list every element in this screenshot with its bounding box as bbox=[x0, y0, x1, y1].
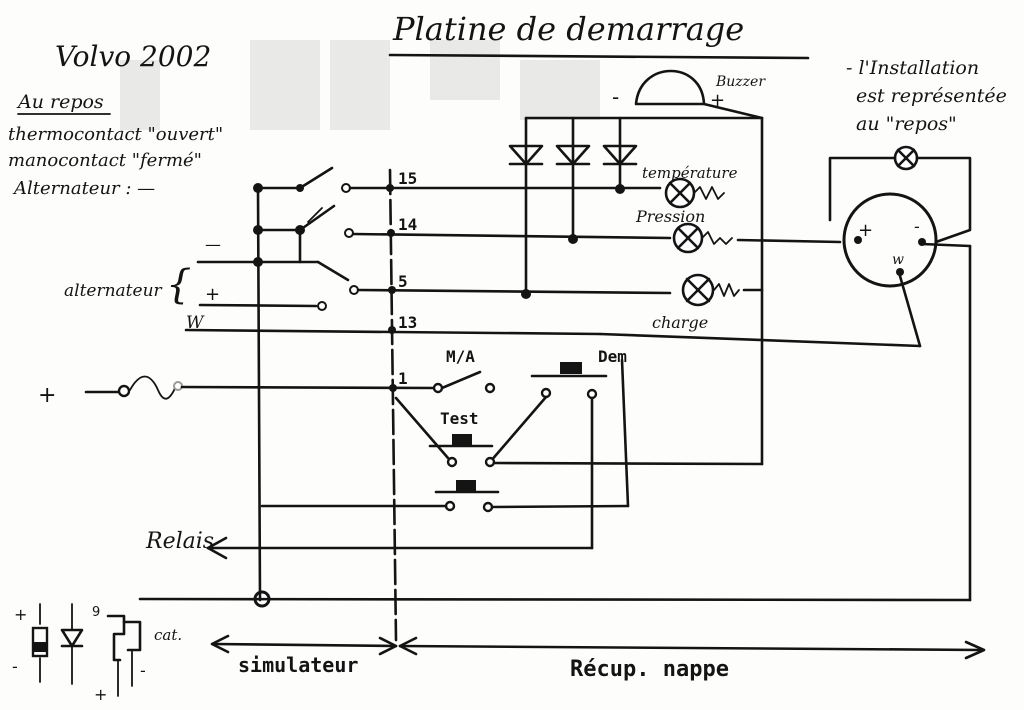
motor-minus: - bbox=[914, 217, 920, 236]
title-underline bbox=[388, 53, 810, 60]
terminal-1: 1 bbox=[398, 369, 408, 388]
install-note-line3: au "repos" bbox=[856, 113, 957, 135]
diode-bank bbox=[508, 116, 764, 299]
relais: Relais bbox=[145, 529, 594, 560]
install-note-line2: est représentée bbox=[856, 85, 1007, 107]
symbol-legend: + - 9 + - cat. bbox=[12, 603, 182, 704]
wire-15 bbox=[256, 166, 662, 193]
motor-plus: + bbox=[858, 220, 873, 241]
diode-2-icon bbox=[555, 144, 591, 166]
lower-button-icon bbox=[456, 480, 476, 492]
switch-dem-label: Dem bbox=[598, 347, 627, 366]
lamp-charge: charge bbox=[652, 273, 764, 332]
terminal-divider bbox=[388, 168, 398, 642]
lamp-charge-label: charge bbox=[652, 313, 708, 332]
buzzer-icon bbox=[634, 69, 706, 106]
terminal-14: 14 bbox=[398, 215, 417, 234]
diode-3-icon bbox=[602, 144, 638, 166]
buzzer-label: Buzzer bbox=[715, 74, 766, 90]
page-title: Platine de demarrage bbox=[392, 10, 744, 48]
rest-note-line3: Alternateur : — bbox=[12, 178, 155, 199]
dem-button-icon bbox=[560, 362, 582, 374]
lamp-pressure: Pression bbox=[635, 207, 842, 254]
left-bus bbox=[253, 183, 305, 608]
alternator-brace: { bbox=[166, 262, 191, 308]
battery-input: + bbox=[38, 375, 438, 408]
buzzer-minus: - bbox=[612, 85, 619, 109]
terminal-13: 13 bbox=[398, 313, 417, 332]
diode-1-icon bbox=[508, 144, 544, 166]
recup-nappe-label: Récup. nappe bbox=[570, 657, 729, 682]
paper-showthrough bbox=[120, 40, 600, 130]
lamp-temperature-label: température bbox=[642, 164, 738, 182]
motor-w: w bbox=[892, 252, 904, 268]
buzzer-plus: + bbox=[710, 90, 725, 111]
relais-label: Relais bbox=[145, 529, 214, 554]
buzzer: Buzzer - + bbox=[612, 69, 766, 120]
switch-test-label: Test bbox=[440, 409, 479, 428]
test-button-icon bbox=[452, 434, 472, 446]
legend-left-plus: + bbox=[14, 605, 27, 624]
battery-plus: + bbox=[38, 383, 56, 408]
wire-5 bbox=[196, 260, 672, 295]
alternator-minus: — bbox=[205, 235, 221, 254]
terminal-5: 5 bbox=[398, 272, 408, 291]
section-arrows: simulateur Récup. nappe bbox=[210, 634, 986, 682]
legend-cat: cat. bbox=[154, 626, 182, 644]
legend-number: 9 bbox=[92, 605, 100, 620]
legend-mid-plus: + bbox=[94, 685, 107, 704]
legend-left-minus: - bbox=[12, 657, 18, 676]
simulateur-label: simulateur bbox=[238, 653, 358, 677]
ground-wire bbox=[138, 597, 972, 602]
lamp-temperature: température bbox=[642, 164, 738, 209]
alternator-motor-icon bbox=[842, 192, 938, 288]
alternator-plus: + bbox=[205, 284, 220, 305]
install-note-line1: - l'Installation bbox=[846, 57, 979, 79]
alternator-label: alternateur bbox=[64, 281, 163, 301]
switch-dem: Dem bbox=[488, 347, 630, 550]
alternator-w: W bbox=[186, 313, 205, 333]
right-unit: + - w bbox=[828, 145, 972, 602]
wire-14 bbox=[256, 204, 672, 240]
installation-note: - l'Installation est représentée au "rep… bbox=[846, 57, 1007, 135]
lamp-pressure-label: Pression bbox=[635, 207, 705, 226]
vehicle-label: Volvo 2002 bbox=[55, 40, 211, 73]
rest-note: Au repos thermocontact "ouvert" manocont… bbox=[8, 91, 223, 199]
legend-diode-icon bbox=[60, 628, 84, 648]
switch-ma: M/A bbox=[432, 347, 496, 394]
relay-symbol-icon bbox=[106, 614, 126, 662]
terminal-15: 15 bbox=[398, 169, 417, 188]
switch-lower bbox=[260, 480, 630, 513]
wire-13 bbox=[184, 328, 922, 348]
rest-note-heading: Au repos bbox=[16, 91, 104, 113]
switch-ma-label: M/A bbox=[446, 347, 475, 366]
rest-note-line2: manocontact "fermé" bbox=[8, 150, 202, 171]
legend-mid-minus: - bbox=[140, 661, 146, 680]
rest-note-line1: thermocontact "ouvert" bbox=[8, 124, 223, 145]
switch-test: Test bbox=[394, 396, 764, 468]
wire-alt-plus bbox=[198, 301, 327, 311]
